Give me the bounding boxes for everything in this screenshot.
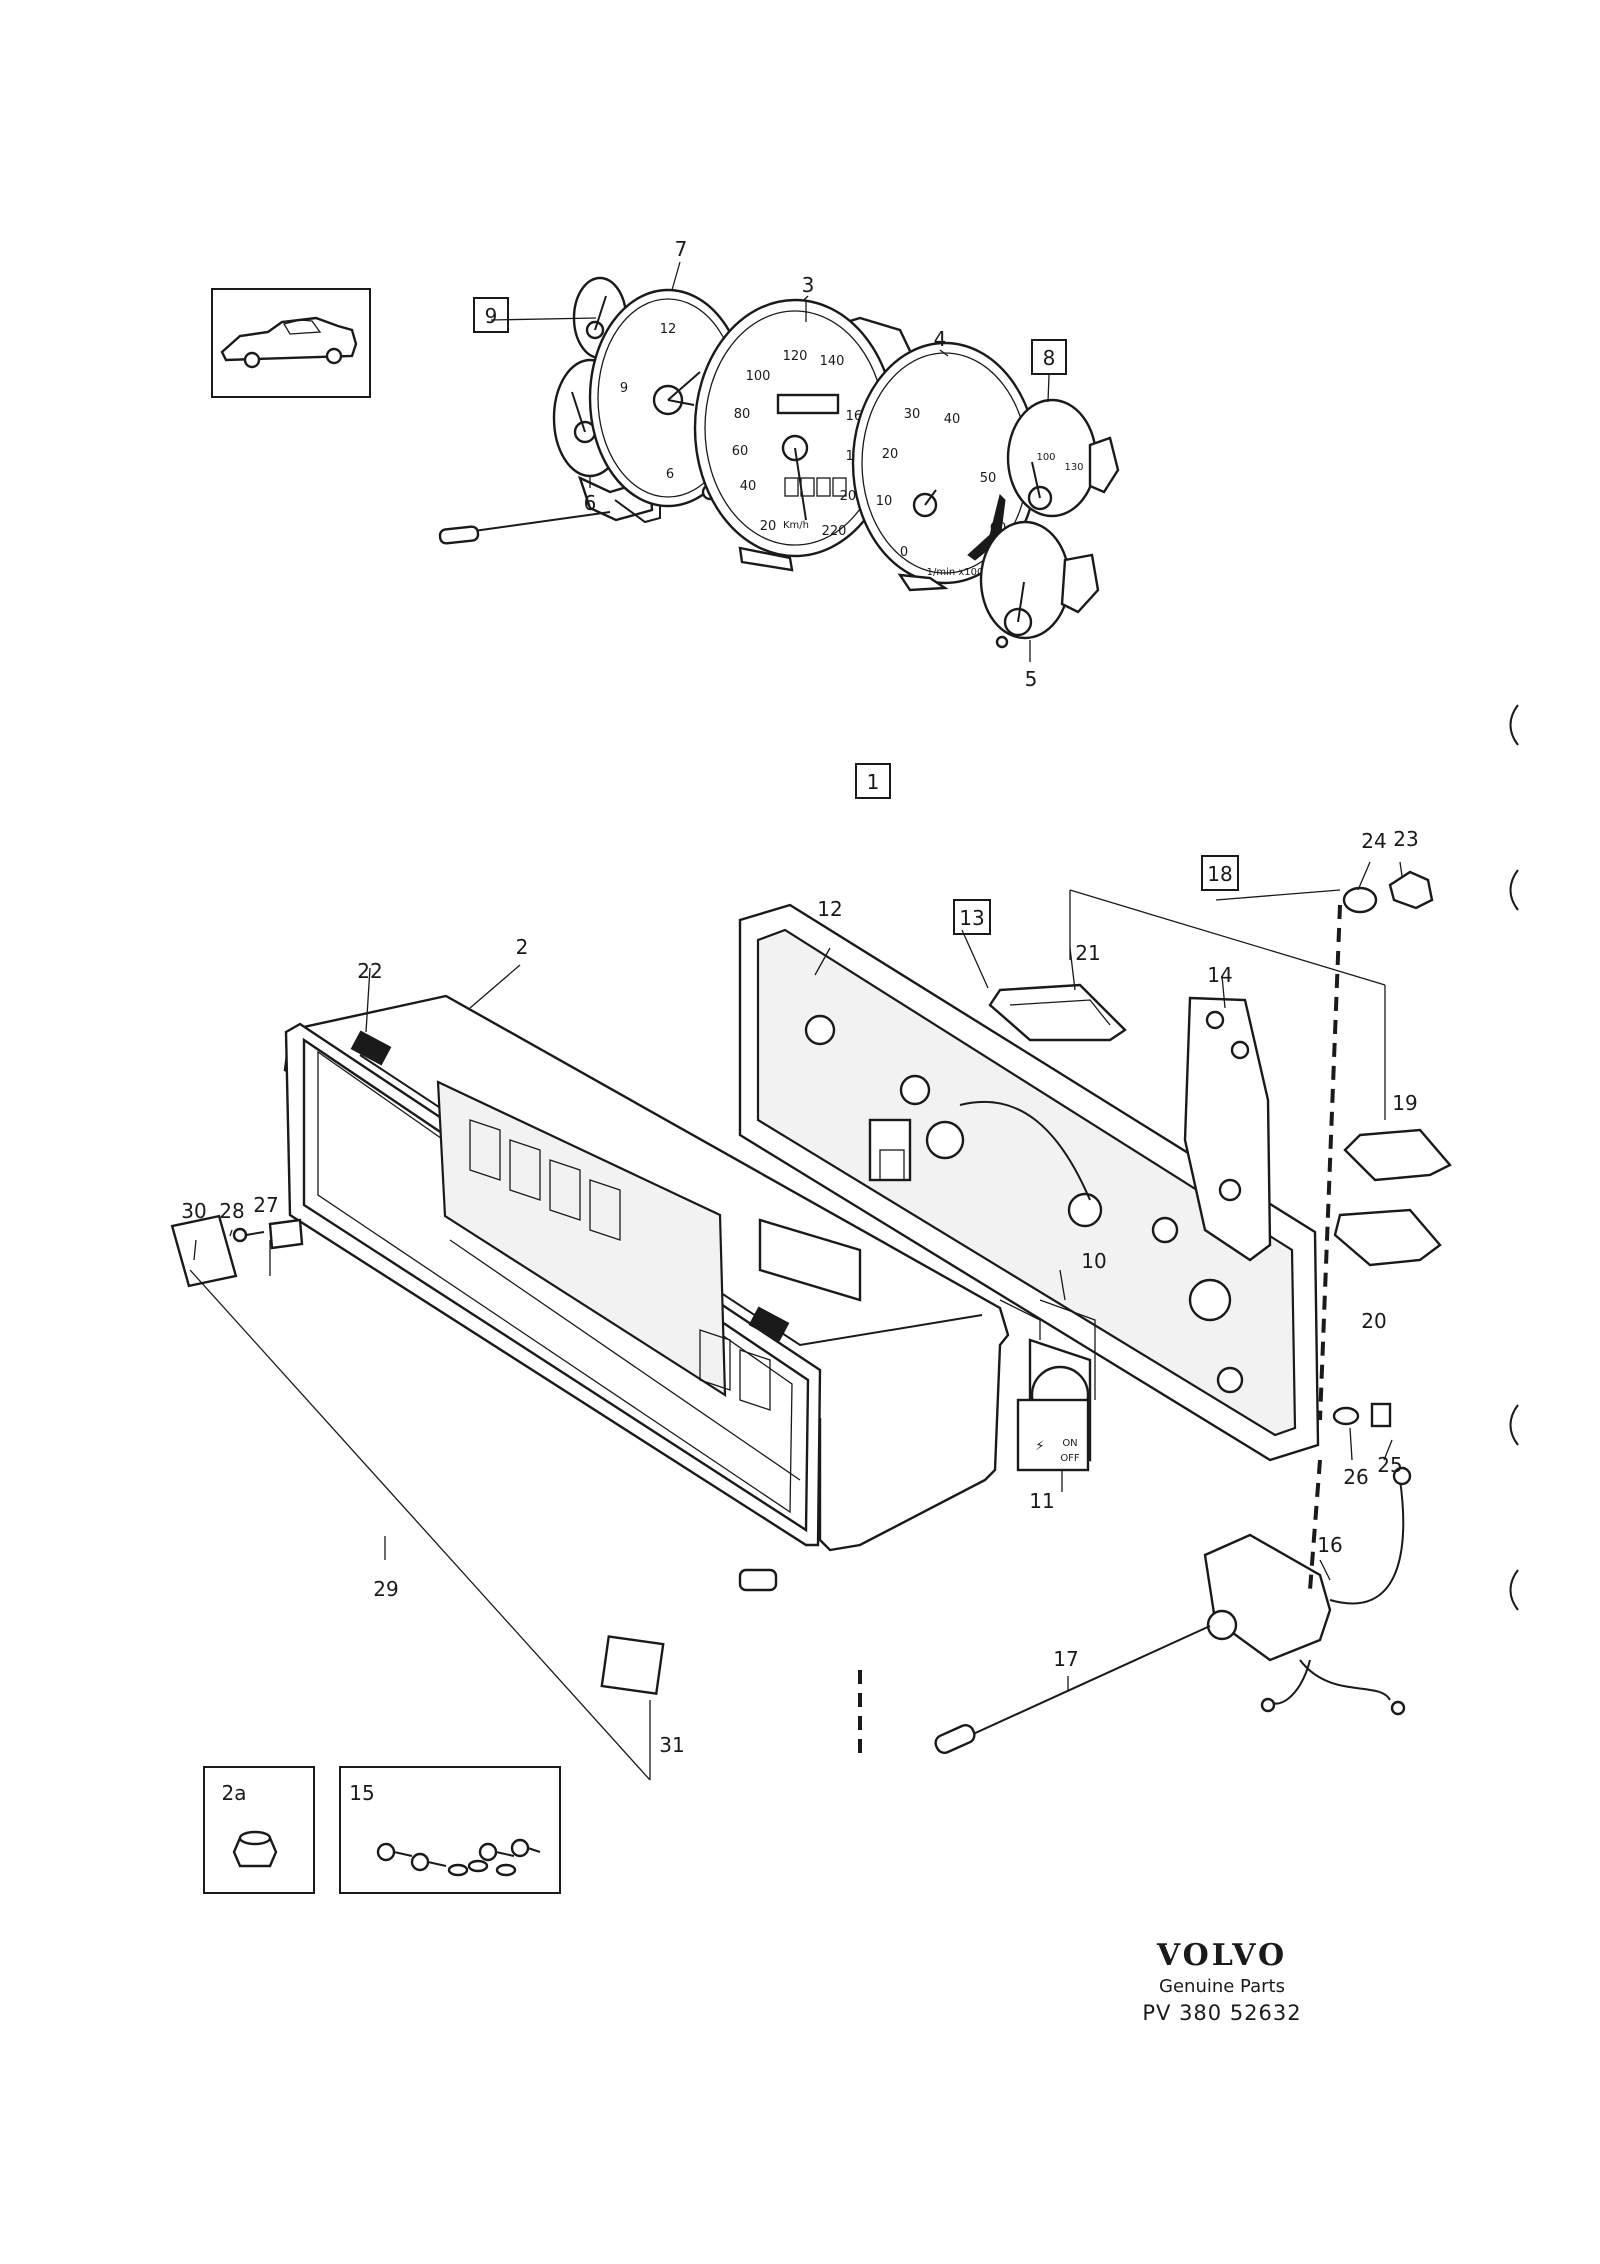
callout-3: 3 [802, 273, 815, 297]
callout-9: 9 [485, 304, 498, 328]
tach-10: 10 [876, 494, 893, 509]
callout-4: 4 [934, 327, 947, 351]
tach-30: 30 [904, 407, 921, 422]
switch-on: ON [1062, 1438, 1077, 1449]
temp-100: 100 [1036, 452, 1055, 463]
callout-20: 20 [1361, 1309, 1386, 1333]
clock-6: 6 [666, 467, 674, 482]
bracket-31 [600, 1635, 665, 1696]
temp-gauge: 100 130 [1006, 398, 1120, 518]
temp-130: 130 [1064, 462, 1083, 473]
detail-box-15: 15 [339, 1766, 561, 1894]
lower-leaders [189, 861, 1403, 1781]
speed-140: 140 [820, 354, 845, 369]
bulb-holder-23 [1388, 870, 1434, 910]
callout-10: 10 [1081, 1249, 1106, 1273]
callout-box-8 [1031, 339, 1067, 375]
vehicle-thumbnail [211, 288, 371, 398]
callout-box-18 [1201, 855, 1239, 891]
callout-2a: 2a [222, 1781, 247, 1805]
bracket-21 [988, 983, 1127, 1042]
callout-23: 23 [1393, 827, 1418, 851]
callout-8: 8 [1043, 346, 1056, 370]
screw-28 [232, 1227, 265, 1243]
callout-5: 5 [1025, 667, 1038, 691]
speed-20: 20 [760, 519, 777, 534]
callout-1: 1 [867, 770, 880, 794]
callout-14: 14 [1207, 963, 1232, 987]
margin-marks [1509, 704, 1519, 1611]
lower-right-gauge [979, 520, 1100, 649]
dashed-boundary [858, 904, 1342, 1760]
callout-19: 19 [1392, 1091, 1417, 1115]
callout-25: 25 [1377, 1453, 1402, 1477]
callout-box-9 [473, 297, 509, 333]
part-number: PV 380 52632 [1142, 2001, 1301, 2025]
callout-22: 22 [357, 959, 382, 983]
callout-30: 30 [181, 1199, 206, 1223]
speed-40: 40 [740, 479, 757, 494]
switch-symbol: ⚡ [1035, 1439, 1044, 1454]
callout-11: 11 [1029, 1489, 1054, 1513]
speed-80: 80 [734, 407, 751, 422]
footer: VOLVO Genuine Parts PV 380 52632 [1142, 1938, 1301, 2025]
speed-100: 100 [746, 369, 771, 384]
callout-17: 17 [1053, 1647, 1078, 1671]
bracket-19 [1343, 1128, 1452, 1182]
tach-0: 0 [900, 545, 908, 560]
clock-9: 9 [620, 381, 628, 396]
gauge-assembly: 12 9 3 6 120 140 100 160 80 180 60 200 4… [438, 276, 1120, 649]
callout-13: 13 [959, 906, 984, 930]
callout-12: 12 [817, 897, 842, 921]
callout-31: 31 [659, 1733, 684, 1757]
callout-2: 2 [516, 935, 529, 959]
plate-14 [1183, 996, 1272, 1262]
tach-40: 40 [944, 412, 961, 427]
motor-16 [1203, 1466, 1412, 1716]
callout-15: 15 [349, 1781, 374, 1805]
bracket-30 [170, 1214, 238, 1288]
speed-60: 60 [732, 444, 749, 459]
callout-box-1 [855, 763, 891, 799]
speed-120: 120 [783, 349, 808, 364]
cable-17 [934, 1625, 1211, 1754]
callout-21: 21 [1075, 941, 1100, 965]
bracket-20 [1333, 1208, 1442, 1267]
callout-7: 7 [675, 237, 688, 261]
bulb-26 [1332, 1406, 1360, 1426]
callouts: 9 7 3 4 8 6 5 1 18 13 12 2 22 21 14 24 2… [181, 237, 1418, 1757]
callout-18: 18 [1207, 862, 1232, 886]
callout-26: 26 [1343, 1465, 1368, 1489]
callout-29: 29 [373, 1577, 398, 1601]
callout-24: 24 [1361, 829, 1386, 853]
brand-logo: VOLVO [1156, 1938, 1287, 1973]
detail-box-2a: 2a [203, 1766, 315, 1894]
instrument-housing [283, 994, 1010, 1592]
switch: ON OFF ⚡ [1016, 1398, 1090, 1472]
callout-28: 28 [219, 1199, 244, 1223]
tach-50: 50 [980, 471, 997, 486]
bulb-24 [1342, 886, 1378, 914]
callout-16: 16 [1317, 1533, 1342, 1557]
callout-box-13 [953, 899, 991, 935]
callout-27: 27 [253, 1193, 278, 1217]
screw-set [376, 1838, 541, 1877]
bulb-holder-25 [1370, 1402, 1392, 1428]
tach-unit: 1/min x100 [927, 567, 984, 578]
speed-unit: Km/h [783, 520, 809, 531]
clip-27 [268, 1218, 304, 1250]
switch-off: OFF [1060, 1453, 1080, 1464]
speed-220: 220 [822, 524, 847, 539]
clock-12: 12 [660, 322, 677, 337]
brand-subtitle: Genuine Parts [1159, 1976, 1285, 1997]
callout-6: 6 [584, 491, 597, 515]
tach-20: 20 [882, 447, 899, 462]
